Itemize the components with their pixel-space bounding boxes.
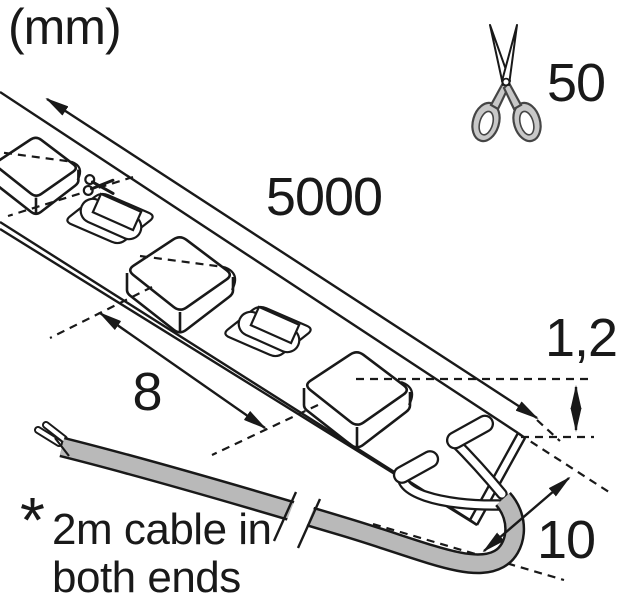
width-extension-bottom <box>372 522 565 582</box>
scissors-handle-hole <box>518 110 535 136</box>
end-corner-extension <box>536 419 561 442</box>
cable-break-gap <box>278 492 318 548</box>
solder-pad-2 <box>392 450 440 484</box>
scissors-handle-hole <box>478 110 495 136</box>
cable-wire-tip-core <box>36 428 61 445</box>
resistor-2 <box>224 305 312 358</box>
cable-break-slash <box>272 491 298 542</box>
led-chip-1 <box>0 136 80 214</box>
end-wire-1-core <box>449 436 506 498</box>
cut-scissors-handle <box>82 184 94 196</box>
strip-width-label: 10 <box>537 510 595 570</box>
thickness-label: 1,2 <box>545 308 617 368</box>
footnote-line-1: 2m cable in <box>52 505 272 554</box>
cut-interval-label: 50 <box>547 53 605 113</box>
length-dimension-arrow <box>45 97 539 420</box>
led-pitch-label: 8 <box>132 362 161 422</box>
width-dimension-arrow <box>482 476 571 553</box>
pitch-extension-line-right <box>211 404 319 456</box>
scissors-blade <box>501 24 518 86</box>
cable-end-cap <box>54 437 70 457</box>
scissors-pivot <box>501 77 511 87</box>
scissors-shank <box>502 81 523 111</box>
width-extension-top <box>518 433 613 495</box>
total-length-label: 5000 <box>266 167 382 227</box>
led-chip-3 <box>302 350 414 449</box>
strip-top-edge <box>0 90 519 435</box>
cable-wire-tip-core <box>44 423 66 441</box>
solder-pad-1 <box>445 414 495 450</box>
scissors-icon <box>471 24 542 143</box>
cable-break-slash <box>296 498 322 549</box>
unit-label: (mm) <box>8 0 121 55</box>
footnote-marker: * <box>20 484 44 556</box>
footnote-line-2: both ends <box>52 553 241 600</box>
resistor-1 <box>66 192 154 245</box>
